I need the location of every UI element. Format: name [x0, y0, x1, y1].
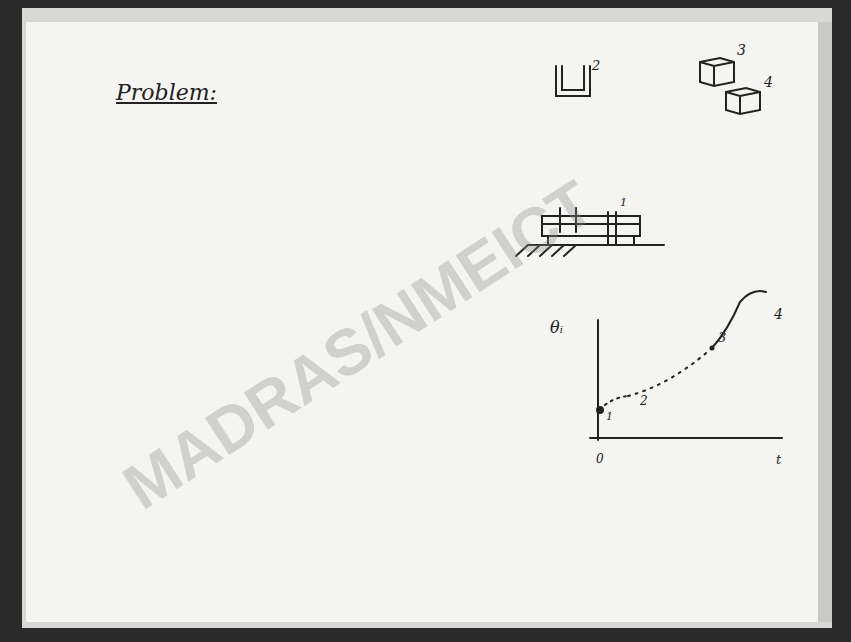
axis-label: θᵢ	[550, 318, 563, 337]
part-number: 4	[764, 74, 773, 90]
part-number: 2	[592, 58, 600, 73]
problem-heading: Problem:	[116, 80, 217, 105]
point-number: 4	[774, 306, 783, 322]
point-number: 1	[606, 410, 613, 423]
part-number: 1	[620, 196, 627, 209]
part-number: 3	[737, 42, 746, 58]
point-number: 3	[718, 330, 726, 345]
origin-label: 0	[596, 452, 604, 466]
axis-label: t	[776, 452, 781, 467]
point-number: 2	[640, 394, 648, 408]
